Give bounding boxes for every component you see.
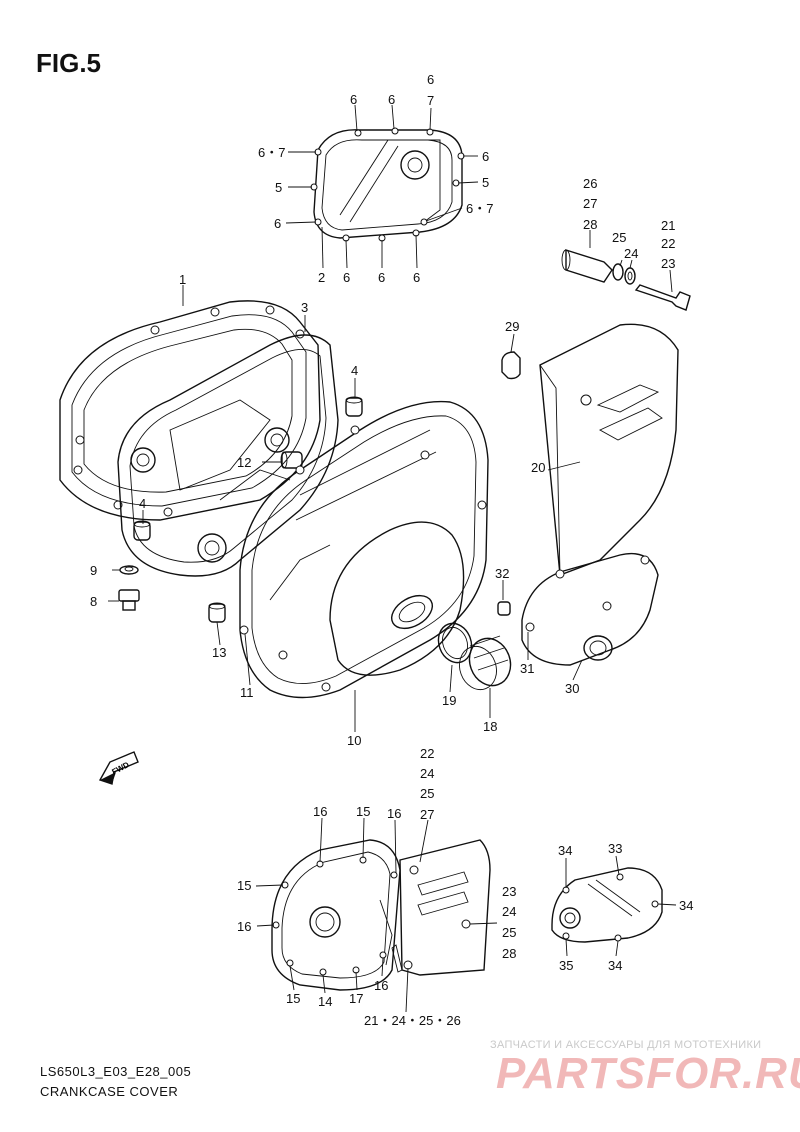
label-25: 25: [612, 230, 626, 245]
label-6: 6: [274, 216, 281, 231]
clutch-cover-gasket-3: [117, 334, 339, 577]
label-30: 30: [565, 681, 579, 696]
label-7: 7: [427, 93, 434, 108]
label-4: 4: [139, 496, 146, 511]
label-32: 32: [495, 566, 509, 581]
figure-code: LS650L3_E03_E28_005: [40, 1064, 192, 1079]
label-23: 23: [502, 884, 516, 899]
leader-lines: [108, 230, 677, 1013]
label-9: 9: [90, 563, 97, 578]
side-cover-30: [521, 552, 659, 666]
label-19: 19: [442, 693, 456, 708]
label-5: 5: [275, 180, 282, 195]
label-28: 28: [583, 217, 597, 232]
label-6: 6: [378, 270, 385, 285]
label-11: 11: [240, 685, 254, 700]
label-21: 21: [661, 218, 675, 233]
top-leaders: [285, 104, 479, 269]
label-33: 33: [608, 841, 622, 856]
label-6: 6: [482, 149, 489, 164]
clutch-cover-gasket-1: [59, 300, 321, 521]
label-16: 16: [237, 919, 251, 934]
label-21-24-25-26: 21・24・25・26: [364, 1013, 461, 1028]
label-13: 13: [212, 645, 226, 660]
label-6-7: 6・7: [466, 201, 493, 216]
sprocket-guard-20: [539, 323, 679, 576]
label-34: 34: [608, 958, 622, 973]
label-16: 16: [387, 806, 401, 821]
oil-filler-plug: [437, 622, 512, 691]
label-6: 6: [350, 92, 357, 107]
label-34: 34: [679, 898, 693, 913]
label-23: 23: [661, 256, 675, 271]
label-31: 31: [520, 661, 534, 676]
label-24: 24: [420, 766, 434, 781]
watermark-tagline: ЗАПЧАСТИ И АКСЕССУАРЫ ДЛЯ МОТОТЕХНИКИ: [490, 1039, 762, 1051]
label-24: 24: [502, 904, 516, 919]
label-27: 27: [583, 196, 597, 211]
watermark-logo: PARTSFOR.RU: [496, 1049, 800, 1098]
label-17: 17: [349, 991, 363, 1006]
figure-title: FIG.5: [36, 48, 102, 78]
label-34: 34: [558, 843, 572, 858]
right-fasteners: [497, 249, 691, 616]
label-15: 15: [237, 878, 251, 893]
label-6: 6: [427, 72, 434, 87]
label-22: 22: [661, 236, 675, 251]
label-18: 18: [483, 719, 497, 734]
label-27: 27: [420, 807, 434, 822]
label-1: 1: [179, 272, 186, 287]
label-15: 15: [286, 991, 300, 1006]
label-29: 29: [505, 319, 519, 334]
label-14: 14: [318, 994, 332, 1009]
label-6: 6: [388, 92, 395, 107]
label-28: 28: [502, 946, 516, 961]
label-22: 22: [420, 746, 434, 761]
label-6-7: 6・7: [258, 145, 285, 160]
label-25: 25: [420, 786, 434, 801]
outer-plate: [391, 839, 491, 976]
figure-caption: CRANKCASE COVER: [40, 1084, 179, 1099]
clutch-cover-10: [239, 400, 489, 699]
label-35: 35: [559, 958, 573, 973]
label-3: 3: [301, 300, 308, 315]
label-10: 10: [347, 733, 361, 748]
label-16: 16: [374, 978, 388, 993]
label-25: 25: [502, 925, 516, 940]
label-6: 6: [413, 270, 420, 285]
label-12: 12: [237, 455, 251, 470]
label-5: 5: [482, 175, 489, 190]
label-20: 20: [531, 460, 545, 475]
label-4: 4: [351, 363, 358, 378]
label-2: 2: [318, 270, 325, 285]
label-8: 8: [90, 594, 97, 609]
label-6: 6: [343, 270, 350, 285]
label-26: 26: [583, 176, 597, 191]
label-24: 24: [624, 246, 638, 261]
small-cover-35: [551, 867, 663, 943]
label-16: 16: [313, 804, 327, 819]
generator-cover-14: [271, 839, 401, 991]
inner-cover-gasket: [310, 127, 465, 242]
fwd-arrow-icon: FWD: [98, 751, 139, 785]
label-15: 15: [356, 804, 370, 819]
